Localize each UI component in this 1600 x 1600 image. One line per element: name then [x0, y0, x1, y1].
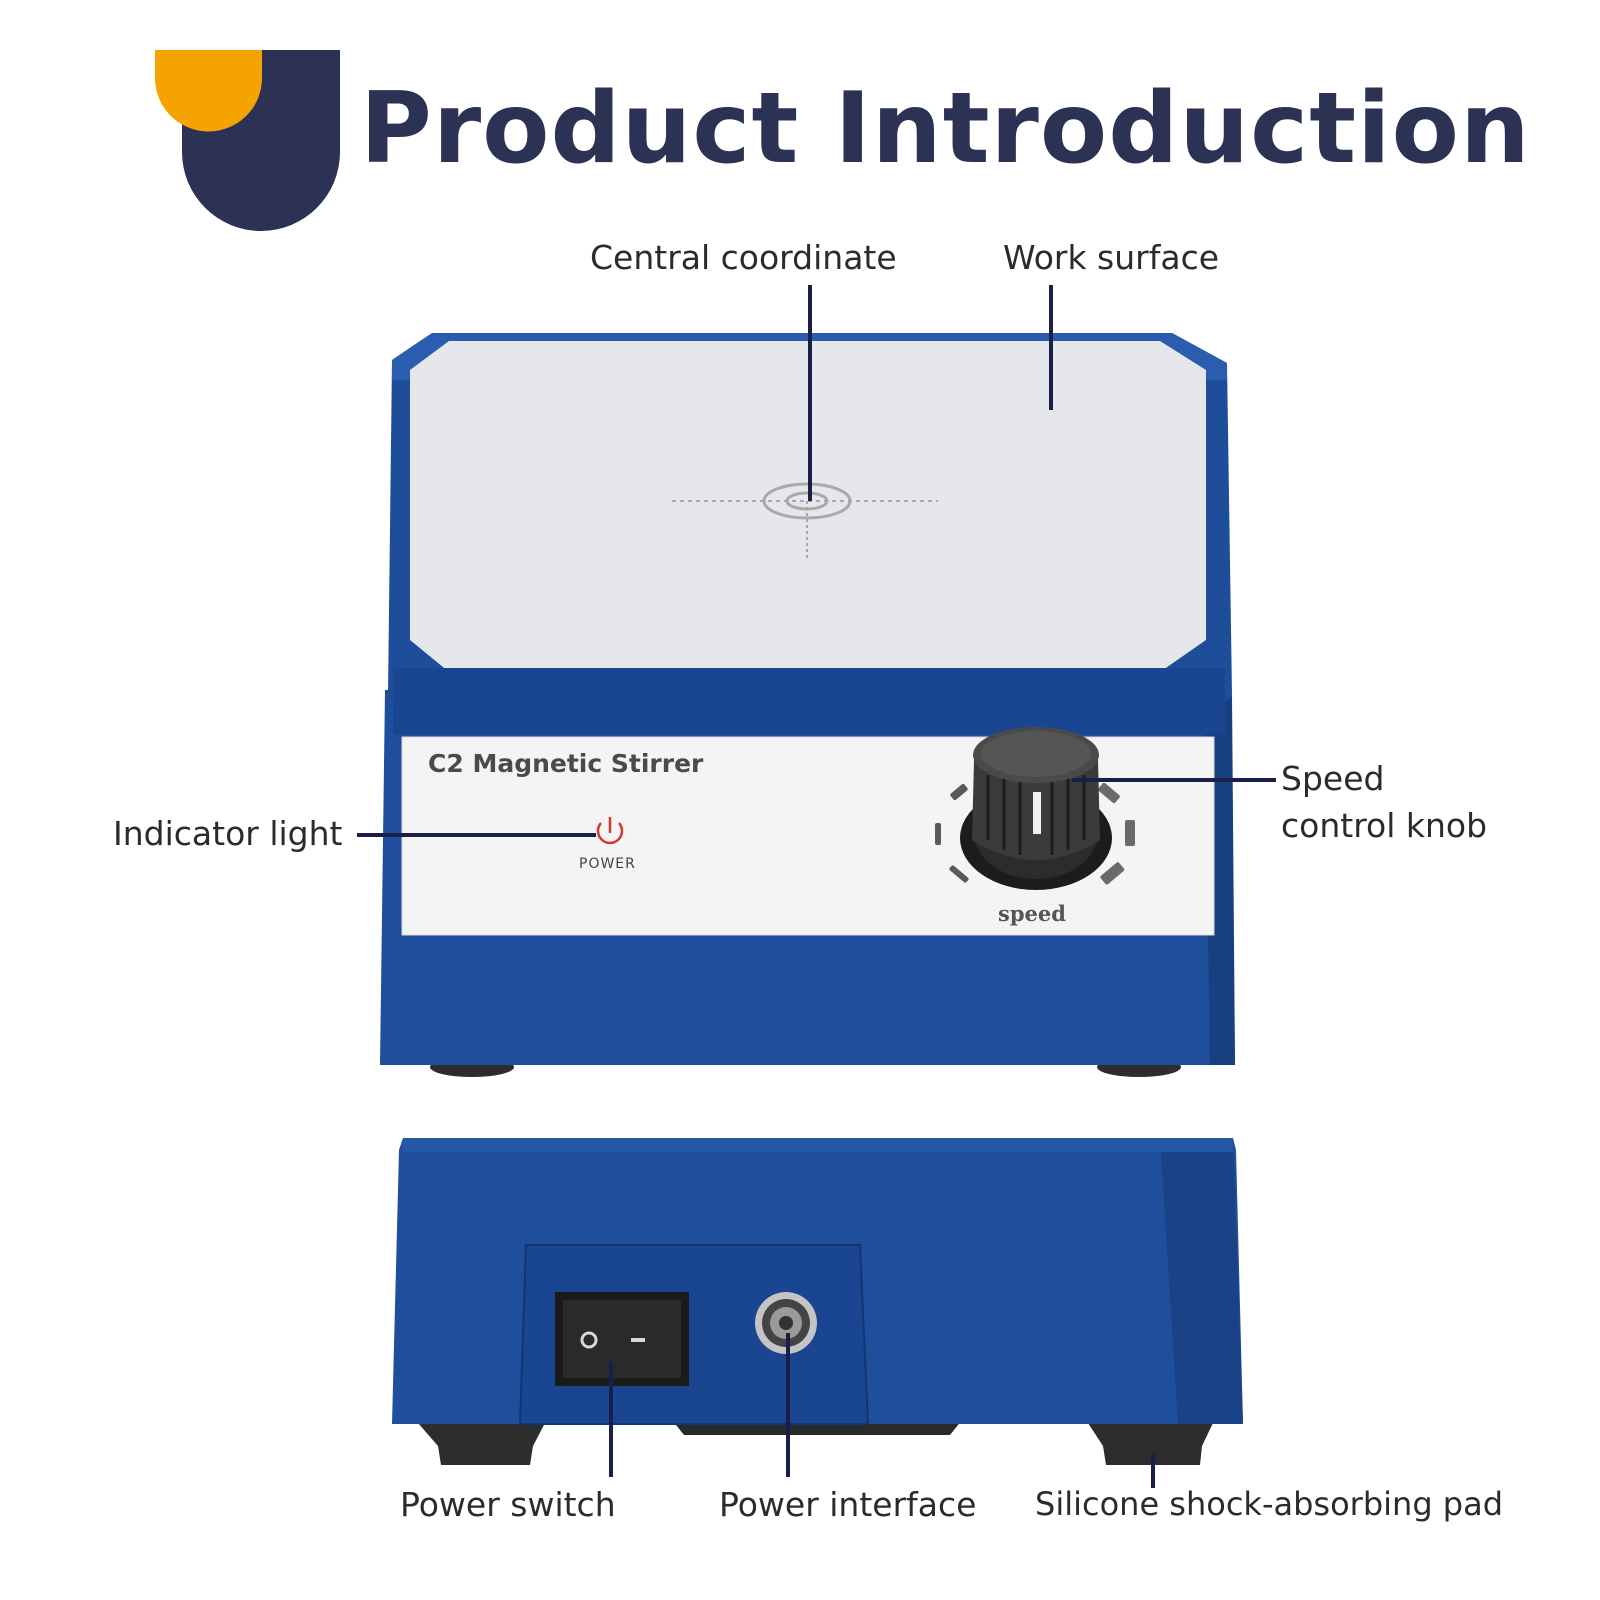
model-label: C2 Magnetic Stirrer: [428, 749, 704, 778]
stirrer-rear-body: [392, 1138, 1243, 1465]
power-switch[interactable]: [555, 1292, 689, 1386]
speed-knob[interactable]: [935, 727, 1135, 890]
power-socket[interactable]: [755, 1292, 817, 1354]
power-indicator-icon: [596, 817, 624, 845]
page-title: Product Introduction: [360, 72, 1531, 186]
callout-speed-knob-line2: control knob: [1281, 806, 1488, 845]
callout-work-surface: Work surface: [1003, 238, 1220, 277]
leader-lines: [357, 285, 1276, 1488]
stirrer-front-body: [380, 333, 1235, 1077]
switch-off-icon: [580, 1331, 598, 1349]
power-label: POWER: [579, 856, 636, 872]
callout-speed-knob-line1: Speed: [1281, 759, 1385, 798]
callout-power-interface: Power interface: [719, 1485, 977, 1524]
callout-silicone-pad: Silicone shock-absorbing pad: [1035, 1485, 1504, 1523]
speed-label: speed: [998, 901, 1066, 926]
callout-central-coordinate: Central coordinate: [590, 238, 897, 277]
switch-on-icon: [631, 1338, 645, 1342]
knob-pointer-icon: [1033, 792, 1041, 834]
center-crosshair-icon: [672, 482, 938, 558]
callout-indicator-light: Indicator light: [113, 814, 343, 853]
brand-logo-icon: [155, 50, 340, 231]
callout-power-switch: Power switch: [400, 1485, 616, 1524]
